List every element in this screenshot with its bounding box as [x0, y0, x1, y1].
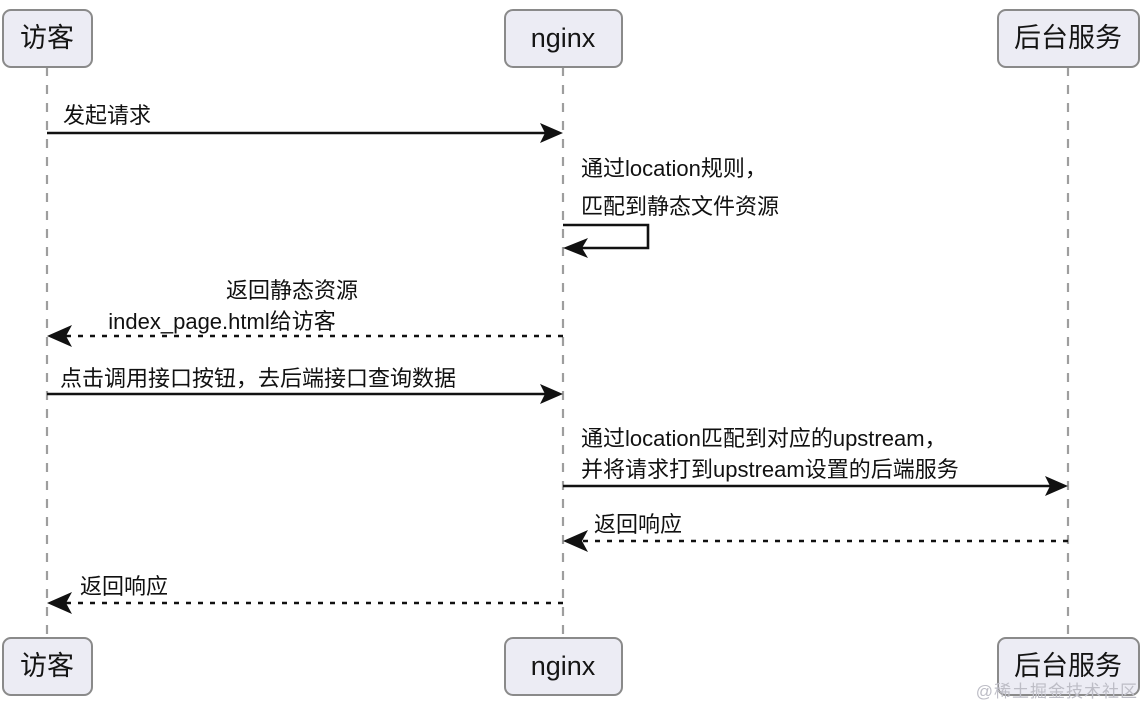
- participant-footer-group: 访客 nginx 后台服务: [2, 637, 1140, 696]
- participant-box-backend-top[interactable]: [997, 9, 1140, 68]
- message-5-label-line-2: 并将请求打到upstream设置的后端服务: [581, 457, 959, 482]
- participant-backend-top[interactable]: 后台服务: [997, 9, 1140, 68]
- participant-visitor-top[interactable]: 访客: [2, 9, 93, 68]
- participant-label-visitor-bottom: 访客: [20, 651, 74, 681]
- participant-box-nginx-bottom[interactable]: [504, 637, 623, 696]
- participant-label-backend-bottom: 后台服务: [1014, 651, 1122, 681]
- message-4-arrowhead-right: [540, 384, 563, 404]
- message-3-label-line-2: index_page.html给访客: [108, 309, 335, 334]
- message-2-label-line-2: 匹配到静态文件资源: [581, 194, 779, 219]
- message-7-arrowhead-left: [47, 592, 72, 614]
- message-4[interactable]: 点击调用接口按钮，去后端接口查询数据: [47, 366, 563, 404]
- message-7[interactable]: 返回响应: [47, 574, 563, 614]
- message-6[interactable]: 返回响应: [563, 512, 1068, 552]
- message-5-label-line-1: 通过location匹配到对应的upstream，: [581, 426, 947, 451]
- participant-box-nginx-top[interactable]: [504, 9, 623, 68]
- message-6-label-line-1: 返回响应: [594, 512, 682, 537]
- message-3-label-line-1: 返回静态资源: [226, 278, 358, 303]
- message-6-arrowhead-left: [563, 530, 588, 552]
- watermark-text: @稀土掘金技术社区: [975, 682, 1138, 701]
- message-4-label-line-1: 点击调用接口按钮，去后端接口查询数据: [60, 366, 456, 391]
- message-2-loop-path: [563, 223, 650, 250]
- message-2-self-loop[interactable]: 通过location规则， 匹配到静态文件资源: [563, 156, 779, 258]
- participant-label-visitor-top: 访客: [20, 23, 74, 53]
- participant-label-backend-top: 后台服务: [1014, 23, 1122, 53]
- message-2-arrowhead-left: [563, 238, 588, 258]
- participant-header-group: 访客 nginx 后台服务: [2, 9, 1140, 68]
- participant-backend-bottom[interactable]: 后台服务: [997, 637, 1140, 696]
- participant-visitor-bottom[interactable]: 访客: [2, 637, 93, 696]
- message-3-arrowhead-left: [47, 325, 72, 347]
- message-3[interactable]: 返回静态资源 index_page.html给访客: [47, 278, 563, 347]
- message-5-arrowhead-right: [1045, 476, 1068, 496]
- participant-nginx-bottom[interactable]: nginx: [504, 637, 623, 696]
- participant-box-backend-bottom[interactable]: [997, 637, 1140, 696]
- message-1-arrowhead-right: [540, 123, 563, 143]
- participant-nginx-top[interactable]: nginx: [504, 9, 623, 68]
- message-2-label-line-1: 通过location规则，: [581, 156, 767, 181]
- participant-label-nginx-bottom: nginx: [531, 651, 596, 681]
- message-1[interactable]: 发起请求: [47, 103, 563, 143]
- participant-label-nginx-top: nginx: [531, 23, 596, 53]
- participant-box-visitor-bottom[interactable]: [2, 637, 93, 696]
- message-7-label-line-1: 返回响应: [80, 574, 168, 599]
- message-1-label-line-1: 发起请求: [63, 103, 151, 128]
- participant-box-visitor-top[interactable]: [2, 9, 93, 68]
- lifelines-group: [45, 67, 1070, 638]
- message-5[interactable]: 通过location匹配到对应的upstream， 并将请求打到upstream…: [563, 426, 1068, 496]
